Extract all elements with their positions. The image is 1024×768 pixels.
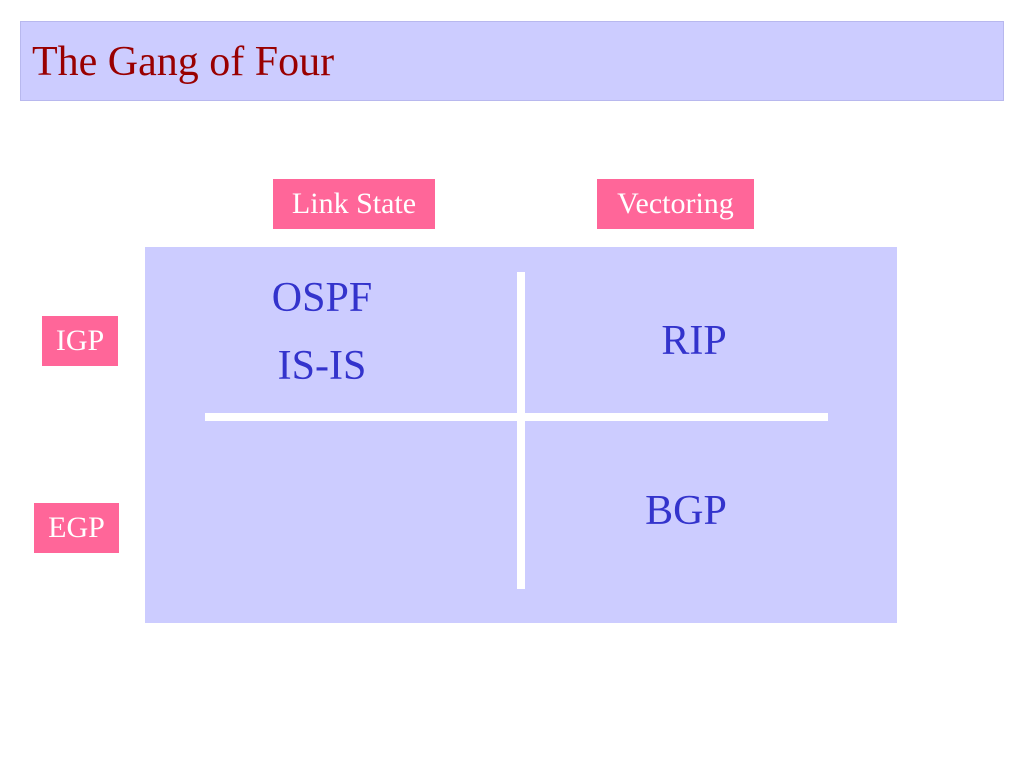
column-header-link-state: Link State	[273, 179, 435, 229]
row-header-igp: IGP	[42, 316, 118, 366]
matrix-horizontal-divider	[205, 413, 828, 421]
protocol-bgp: BGP	[645, 488, 727, 534]
slide-title: The Gang of Four	[32, 39, 335, 85]
title-bar: The Gang of Four	[20, 21, 1004, 101]
protocol-ospf: OSPF	[271, 275, 373, 321]
matrix-vertical-divider	[517, 272, 525, 589]
protocol-is-is: IS-IS	[277, 343, 367, 389]
column-header-vectoring: Vectoring	[597, 179, 754, 229]
protocol-rip: RIP	[661, 318, 727, 364]
row-header-egp: EGP	[34, 503, 119, 553]
